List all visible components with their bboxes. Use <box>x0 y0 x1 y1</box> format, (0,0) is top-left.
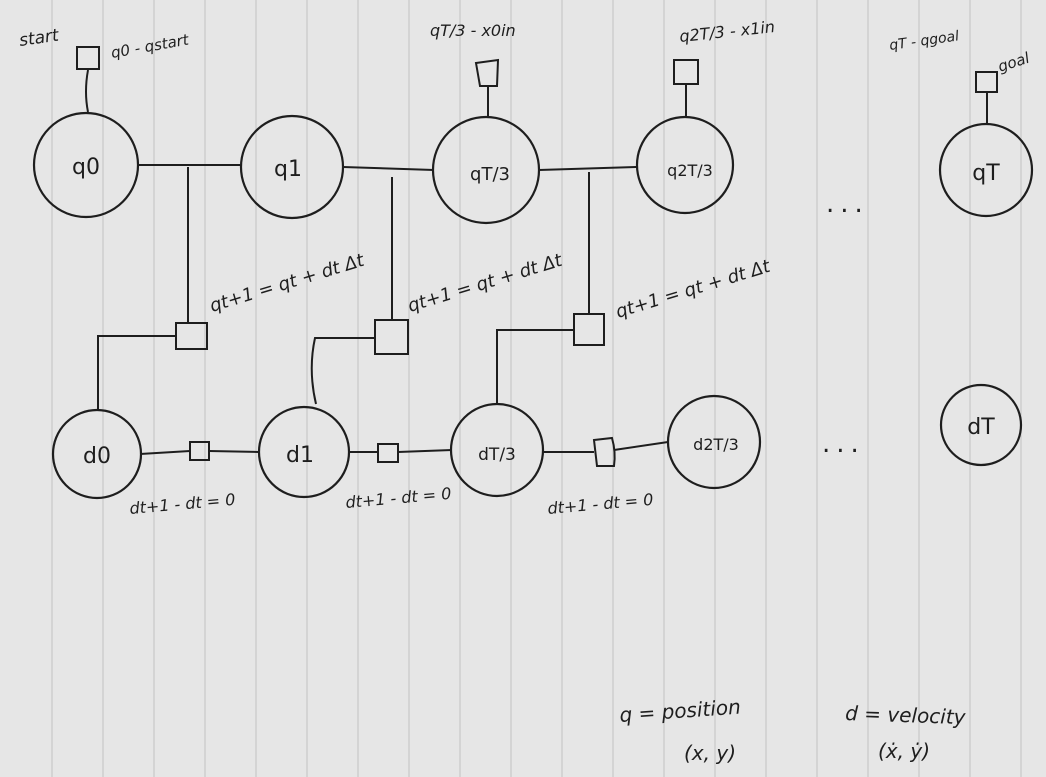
label-d1: d1 <box>286 443 314 468</box>
node-q1[interactable] <box>239 114 345 220</box>
label-qT: qT <box>972 161 1000 186</box>
legend-position-definition: q = position <box>619 695 742 727</box>
annotation-qT3-prior: qT/3 - x0in <box>430 21 516 40</box>
label-dT3: dT/3 <box>478 445 516 465</box>
dynamics-factor-2 <box>573 313 605 346</box>
node-q0[interactable] <box>32 111 140 219</box>
dynamics-factor-0 <box>175 322 208 350</box>
notebook-rules <box>51 0 1022 777</box>
annotation-qT-prior: qT - qgoal <box>888 28 960 54</box>
node-qT3[interactable] <box>431 115 541 225</box>
label-dT: dT <box>967 415 995 440</box>
velocity-nodes <box>51 383 1023 500</box>
label-q1: q1 <box>274 157 302 182</box>
legend-velocity-definition: d = velocity <box>845 701 967 729</box>
factor-squares <box>76 46 998 467</box>
equation-dynamics-1: qt+1 = qt + dt Δt <box>405 250 565 317</box>
node-d0[interactable] <box>51 408 143 500</box>
dynamics-equations: qt+1 = qt + dt Δt qt+1 = qt + dt Δt qt+1… <box>207 250 773 323</box>
node-labels: q0 q1 qT/3 q2T/3 qT d0 d1 dT/3 d2T/3 dT <box>72 155 1000 469</box>
q2T3-prior-factor <box>673 59 699 85</box>
equation-velocity-0: dt+1 - dt = 0 <box>129 490 236 518</box>
goal-prior-factor <box>975 71 998 93</box>
dynamics-factor-1 <box>374 319 409 355</box>
ellipsis-position-row: ... <box>826 189 869 219</box>
equation-dynamics-0: qt+1 = qt + dt Δt <box>207 250 367 317</box>
label-d0: d0 <box>83 444 111 469</box>
start-prior-factor <box>76 46 100 70</box>
legend-velocity-vector: (ẋ, ẏ) <box>878 739 930 763</box>
node-dT[interactable] <box>939 383 1023 467</box>
dynamics-factor-edges <box>97 167 590 410</box>
annotation-goal: goal <box>996 49 1033 76</box>
ellipsis-velocity-row: ... <box>822 429 865 459</box>
velocity-factor-2 <box>592 436 616 467</box>
annotation-q0-prior: q0 - qstart <box>110 30 192 62</box>
qT3-prior-factor <box>474 58 500 87</box>
annotation-q2T3-prior: q2T/3 - x1in <box>678 17 775 46</box>
legend-position-vector: (x, y) <box>684 741 736 765</box>
equation-velocity-1: dt+1 - dt = 0 <box>345 484 452 512</box>
label-q2T3: q2T/3 <box>667 161 713 180</box>
label-d2T3: d2T/3 <box>693 435 739 454</box>
prior-annotations: start q0 - qstart qT/3 - x0in q2T/3 - x1… <box>18 17 1033 76</box>
annotation-start: start <box>18 25 61 51</box>
velocity-factor-0 <box>189 441 210 461</box>
node-qT[interactable] <box>938 122 1034 218</box>
equation-dynamics-2: qt+1 = qt + dt Δt <box>613 256 773 323</box>
legend: q = position (x, y) d = velocity (ẋ, ẏ) <box>619 695 967 765</box>
position-chain-edges <box>138 164 638 171</box>
velocity-chain-edges <box>139 441 669 455</box>
velocity-factor-1 <box>377 443 399 463</box>
node-d2T3[interactable] <box>666 394 762 490</box>
node-d1[interactable] <box>257 405 351 499</box>
position-nodes <box>32 111 1034 225</box>
equation-velocity-2: dt+1 - dt = 0 <box>547 490 654 518</box>
label-qT3: qT/3 <box>470 164 510 185</box>
velocity-equations: dt+1 - dt = 0 dt+1 - dt = 0 dt+1 - dt = … <box>129 484 654 518</box>
label-q0: q0 <box>72 155 100 180</box>
prior-factor-stems <box>85 69 988 124</box>
node-q2T3[interactable] <box>635 115 735 215</box>
node-dT3[interactable] <box>449 402 545 498</box>
